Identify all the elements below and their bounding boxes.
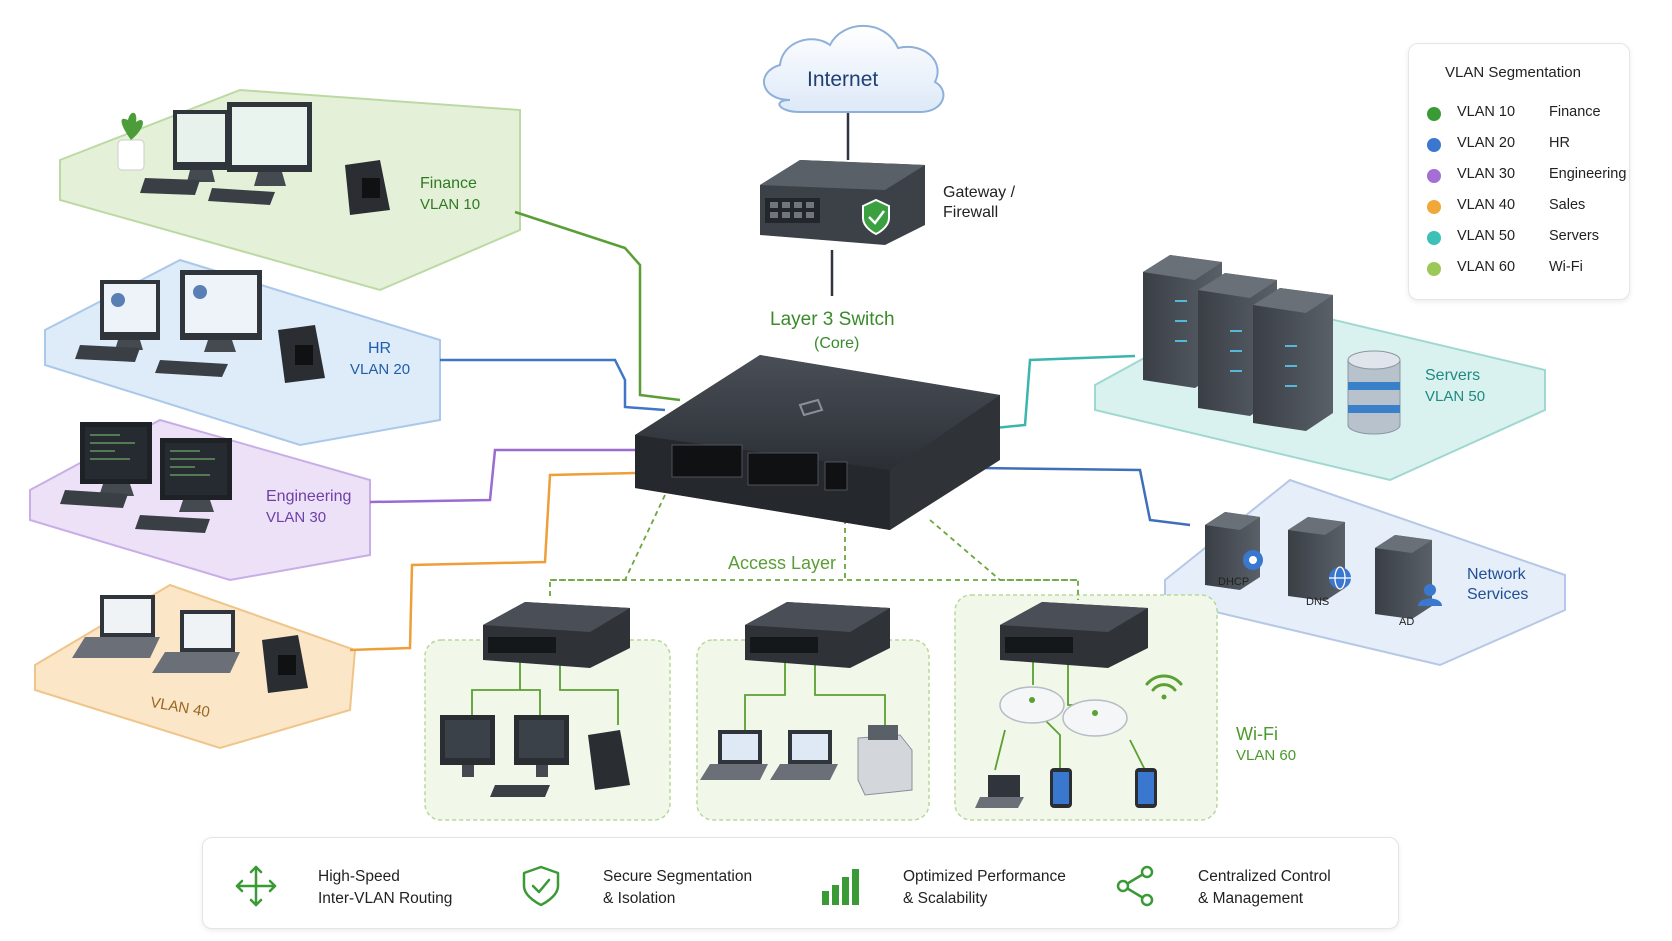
servers-name: Servers xyxy=(1425,367,1481,384)
access-layer-label: Access Layer xyxy=(724,553,841,573)
feature-line2: & Isolation xyxy=(603,890,676,907)
access-switch xyxy=(1000,602,1148,668)
wifi-vlan: VLAN 60 xyxy=(1236,747,1297,764)
access-points xyxy=(999,686,1128,737)
ad-server xyxy=(1375,535,1432,619)
gateway-device xyxy=(760,160,925,245)
hr-devices xyxy=(75,270,325,383)
dhcp-label: DHCP xyxy=(1218,576,1250,588)
bar-chart-icon xyxy=(822,869,859,905)
feature-line2: Inter-VLAN Routing xyxy=(318,890,453,907)
connections xyxy=(349,110,1191,652)
legend-vlan: VLAN 30 xyxy=(1457,166,1516,182)
feature-item: Centralized Control & Management xyxy=(1083,838,1373,928)
shield-check-icon xyxy=(522,865,560,907)
feature-line1: Secure Segmentation xyxy=(603,868,753,885)
engineering-name: Engineering xyxy=(266,488,352,505)
hr-vlan: VLAN 20 xyxy=(350,361,411,378)
network-services-name-line1: Network xyxy=(1467,566,1526,583)
user-icon xyxy=(1418,584,1442,606)
legend-item: VLAN 10 Finance xyxy=(1427,103,1627,123)
core-switch-label: Layer 3 Switch xyxy=(770,309,895,330)
legend-dept: Sales xyxy=(1549,197,1586,213)
gateway-label-line1: Gateway / xyxy=(943,184,1016,201)
feature-line2: & Management xyxy=(1198,890,1304,907)
feature-line2: & Scalability xyxy=(903,890,988,907)
legend-vlan: VLAN 20 xyxy=(1457,135,1516,151)
feature-item: High-Speed Inter-VLAN Routing xyxy=(203,838,493,928)
feature-line1: Centralized Control xyxy=(1198,868,1331,885)
servers-link xyxy=(994,354,1136,430)
legend-vlan: VLAN 50 xyxy=(1457,228,1516,244)
legend-vlan: VLAN 60 xyxy=(1457,259,1516,275)
feature-line1: Optimized Performance xyxy=(903,868,1066,885)
ad-label: AD xyxy=(1399,616,1415,628)
network-services-link xyxy=(979,466,1191,527)
servers-vlan: VLAN 50 xyxy=(1425,388,1486,405)
feature-line1: High-Speed xyxy=(318,868,400,885)
legend-dot xyxy=(1427,231,1441,245)
legend-vlan: VLAN 10 xyxy=(1457,104,1516,120)
wireless-clients xyxy=(975,768,1157,808)
legend-item: VLAN 20 HR xyxy=(1427,134,1627,154)
features-bar: High-Speed Inter-VLAN Routing Secure Seg… xyxy=(202,837,1399,929)
sales-link xyxy=(349,471,636,652)
legend-dept: Servers xyxy=(1549,228,1599,244)
legend-dept: Wi-Fi xyxy=(1549,259,1583,275)
access-laptops xyxy=(700,730,838,780)
core-switch xyxy=(635,355,1000,530)
sales-devices xyxy=(72,595,308,693)
dhcp-server xyxy=(1205,512,1260,590)
feature-item: Secure Segmentation & Isolation xyxy=(488,838,778,928)
wifi-name: Wi-Fi xyxy=(1236,724,1278,744)
network-services-name-line2: Services xyxy=(1467,586,1529,603)
gear-icon xyxy=(1243,550,1263,570)
legend-dot xyxy=(1427,138,1441,152)
legend-item: VLAN 50 Servers xyxy=(1427,227,1627,247)
legend-dot xyxy=(1427,200,1441,214)
wifi-icon xyxy=(1145,674,1183,700)
feature-item: Optimized Performance & Scalability xyxy=(788,838,1078,928)
hr-link xyxy=(440,358,666,412)
gateway-label-line2: Firewall xyxy=(943,204,999,221)
finance-devices xyxy=(117,102,390,215)
legend-dept: Finance xyxy=(1549,104,1601,120)
server-racks xyxy=(1143,255,1333,431)
internet-cloud xyxy=(763,25,945,113)
share-icon xyxy=(1116,865,1154,907)
legend-dot xyxy=(1427,107,1441,121)
access-switch xyxy=(745,602,890,668)
firewall-shield-icon xyxy=(862,198,890,236)
access-switch xyxy=(483,602,630,668)
hr-name: HR xyxy=(368,340,392,357)
legend-item: VLAN 30 Engineering xyxy=(1427,165,1627,185)
legend-vlan: VLAN 40 xyxy=(1457,197,1516,213)
legend-item: VLAN 60 Wi-Fi xyxy=(1427,258,1627,278)
legend-dot xyxy=(1427,262,1441,276)
finance-link xyxy=(514,210,681,402)
engineering-link xyxy=(369,448,635,504)
finance-vlan: VLAN 10 xyxy=(420,196,481,213)
legend-dept: Engineering xyxy=(1549,166,1627,182)
globe-icon xyxy=(1329,566,1351,590)
core-switch-sublabel: (Core) xyxy=(814,335,860,352)
finance-name: Finance xyxy=(420,175,477,192)
legend-item: VLAN 40 Sales xyxy=(1427,196,1627,216)
dns-label: DNS xyxy=(1306,596,1330,608)
engineering-vlan: VLAN 30 xyxy=(266,509,327,526)
legend-dot xyxy=(1427,169,1441,183)
engineering-devices xyxy=(60,422,232,533)
arrows-icon xyxy=(235,865,277,907)
database-icon xyxy=(1347,350,1401,435)
internet-label: Internet xyxy=(807,68,879,91)
vlan-legend: VLAN Segmentation VLAN 10 Finance VLAN 2… xyxy=(1408,43,1630,300)
access-desktops xyxy=(440,715,630,797)
legend-title: VLAN Segmentation xyxy=(1445,64,1581,81)
legend-dept: HR xyxy=(1549,135,1570,151)
printer-icon xyxy=(857,725,913,796)
